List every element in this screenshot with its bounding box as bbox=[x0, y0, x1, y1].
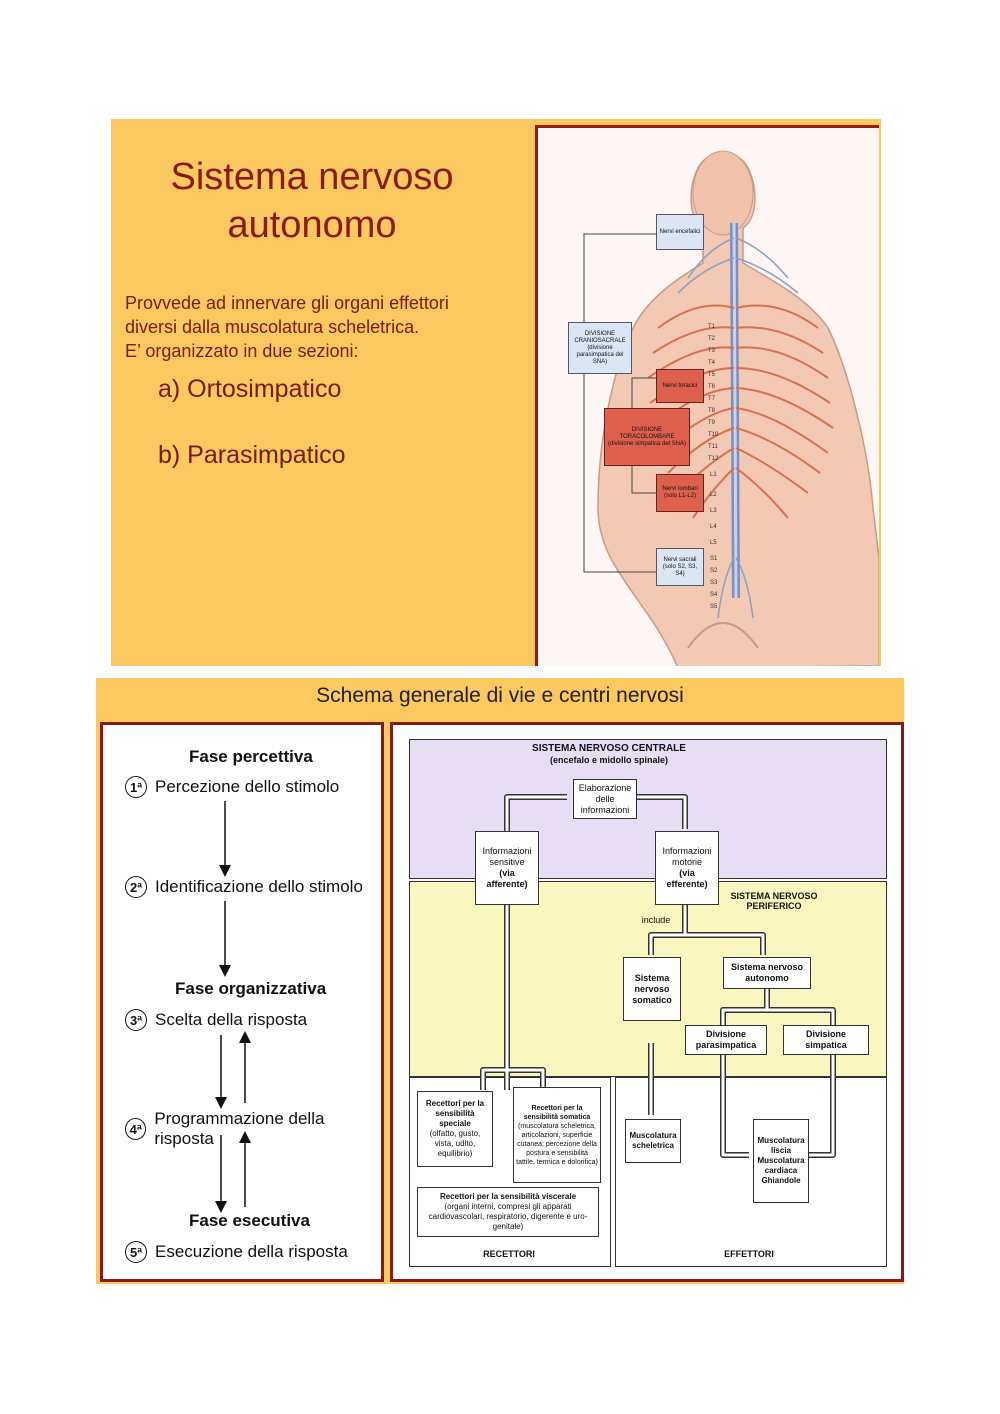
step-number-5: 5ª bbox=[125, 1241, 147, 1263]
label-divisione-toracolombare: DIVISIONE TORACOLOMBARE (divisione simpa… bbox=[604, 408, 690, 466]
box-divisione-simpatica: Divisione simpatica bbox=[783, 1025, 869, 1055]
slide-autonomic-system: Sistema nervoso autonomo Provvede ad inn… bbox=[111, 119, 881, 669]
box-recettori-somatica: Recettori per la sensibilità somatica (m… bbox=[513, 1087, 601, 1183]
svg-text:S3: S3 bbox=[710, 580, 718, 586]
step-5-label: Esecuzione della risposta bbox=[155, 1242, 348, 1261]
step-3-label: Scelta della risposta bbox=[155, 1010, 308, 1029]
box-sistema-autonomo: Sistema nervoso autonomo bbox=[723, 957, 811, 989]
svg-text:T5: T5 bbox=[708, 372, 716, 378]
muscolatura-cardiaca-label: Muscolatura cardiaca bbox=[757, 1156, 805, 1175]
slide2-title: Schema generale di vie e centri nervosi bbox=[316, 684, 684, 707]
label-nervi-encefalici: Nervi encefalici bbox=[656, 214, 704, 250]
svg-text:T7: T7 bbox=[708, 396, 716, 402]
svg-text:L3: L3 bbox=[710, 508, 717, 514]
phase-organizzativa: Fase organizzativa bbox=[175, 979, 327, 998]
box-elaborazione: Elaborazione delle informazioni bbox=[573, 779, 637, 819]
svg-text:T8: T8 bbox=[708, 408, 716, 414]
phase-percettiva: Fase percettiva bbox=[189, 747, 313, 766]
svg-text:T11: T11 bbox=[708, 444, 719, 450]
title-line-2: autonomo bbox=[227, 204, 397, 246]
box-recettori-speciale: Recettori per la sensibilità speciale (o… bbox=[417, 1091, 493, 1167]
slide-nervous-pathways: Schema generale di vie e centri nervosi … bbox=[96, 678, 904, 1284]
recettori-viscerale-title: Recettori per la sensibilità viscerale bbox=[439, 1192, 577, 1201]
svg-text:L5: L5 bbox=[710, 540, 717, 546]
svg-text:L1: L1 bbox=[710, 472, 717, 478]
diagram-connectors bbox=[480, 794, 836, 1158]
label-nervi-toracici: Nervi toracici bbox=[656, 369, 704, 403]
box-sistema-somatico: Sistema nervoso somatico bbox=[623, 957, 681, 1021]
step-number-4: 4ª bbox=[125, 1118, 147, 1140]
step-2-label: Identificazione dello stimolo bbox=[155, 877, 363, 896]
svg-text:S5: S5 bbox=[710, 604, 718, 610]
include-label: include bbox=[641, 915, 671, 925]
svg-text:S1: S1 bbox=[710, 556, 718, 562]
box-muscolatura-scheletrica: Muscolatura scheletrica bbox=[625, 1119, 681, 1163]
info-sensitive-label: Informazioni sensitive bbox=[482, 846, 532, 867]
recettori-speciale-title: Recettori per la sensibilità speciale bbox=[425, 1099, 485, 1128]
box-effettori-viscerali: Muscolatura liscia Muscolatura cardiaca … bbox=[753, 1119, 809, 1203]
label-divisione-craniosacrale: DIVISIONE CRANIOSACRALE (divisione paras… bbox=[568, 322, 632, 374]
svg-text:T6: T6 bbox=[708, 384, 716, 390]
recettori-somatica-detail: (muscolatura scheletrica, articolazioni,… bbox=[516, 1122, 598, 1166]
effectors-region bbox=[615, 1077, 887, 1267]
phase-esecutiva: Fase esecutiva bbox=[189, 1211, 310, 1230]
box-info-sensitive: Informazioni sensitive (via afferente) bbox=[475, 831, 539, 905]
phases-panel: Fase percettiva 1ª Percezione dello stim… bbox=[100, 722, 384, 1282]
box-divisione-parasimpatica: Divisione parasimpatica bbox=[685, 1025, 767, 1055]
box-info-motorie: Informazioni motorie (via efferente) bbox=[655, 831, 719, 905]
svg-text:T9: T9 bbox=[708, 420, 716, 426]
svg-text:T10: T10 bbox=[708, 432, 719, 438]
item-ortosimpatico: a) Ortosimpatico bbox=[158, 375, 342, 403]
recettori-viscerale-detail: (organi interni, compresi gli apparati c… bbox=[428, 1202, 588, 1231]
recettori-somatica-title: Recettori per la sensibilità somatica bbox=[523, 1104, 591, 1121]
svg-text:T4: T4 bbox=[708, 360, 716, 366]
label-nervi-sacrali: Nervi sacrali (solo S2, S3, S4) bbox=[656, 548, 704, 586]
item-parasimpatico: b) Parasimpatico bbox=[158, 441, 346, 469]
ghiandole-label: Ghiandole bbox=[761, 1176, 801, 1185]
step-number-2: 2ª bbox=[125, 876, 147, 898]
svg-text:T12: T12 bbox=[708, 456, 719, 462]
step-3: 3ª Scelta della risposta bbox=[125, 1009, 307, 1031]
title-line-1: Sistema nervoso bbox=[170, 156, 454, 198]
step-1: 1ª Percezione dello stimolo bbox=[125, 776, 339, 798]
via-efferente-label: (via efferente) bbox=[666, 868, 708, 889]
cns-title: SISTEMA NERVOSO CENTRALE bbox=[532, 743, 686, 754]
svg-text:T3: T3 bbox=[708, 348, 716, 354]
recettori-label: RECETTORI bbox=[483, 1249, 535, 1259]
svg-text:L2: L2 bbox=[710, 492, 717, 498]
step-number-1: 1ª bbox=[125, 776, 147, 798]
recettori-speciale-detail: (olfatto, gusto, vista, udito, equilibri… bbox=[429, 1129, 481, 1158]
phase-arrows bbox=[215, 801, 251, 1213]
step-1-label: Percezione dello stimolo bbox=[155, 777, 340, 796]
svg-text:S4: S4 bbox=[710, 592, 718, 598]
body-line-3: E’ organizzato in due sezioni: bbox=[125, 341, 359, 361]
label-nervi-lombari: Nervi lombari (solo L1-L2) bbox=[656, 474, 704, 512]
step-4-label: Programmazione della risposta bbox=[154, 1109, 325, 1148]
svg-text:L4: L4 bbox=[710, 524, 717, 530]
step-2: 2ª Identificazione dello stimolo bbox=[125, 876, 363, 898]
svg-text:T2: T2 bbox=[708, 336, 716, 342]
svg-text:T1: T1 bbox=[708, 324, 716, 330]
via-afferente-label: (via afferente) bbox=[486, 868, 528, 889]
slide1-title: Sistema nervoso autonomo bbox=[111, 153, 513, 249]
pns-title: SISTEMA NERVOSO PERIFERICO bbox=[730, 891, 818, 911]
box-recettori-viscerale: Recettori per la sensibilità viscerale (… bbox=[417, 1187, 599, 1237]
muscolatura-liscia-label: Muscolatura liscia bbox=[757, 1136, 805, 1155]
effettori-label: EFFETTORI bbox=[724, 1249, 774, 1259]
cns-subtitle: (encefalo e midollo spinale) bbox=[549, 755, 669, 765]
slide1-body: Provvede ad innervare gli organi effetto… bbox=[125, 291, 525, 363]
step-4: 4ª Programmazione della risposta bbox=[125, 1109, 381, 1149]
svg-text:S2: S2 bbox=[710, 568, 718, 574]
body-line-2: diversi dalla muscolatura scheletrica. bbox=[125, 317, 420, 337]
info-motorie-label: Informazioni motorie bbox=[662, 846, 712, 867]
body-line-1: Provvede ad innervare gli organi effetto… bbox=[125, 293, 449, 313]
step-5: 5ª Esecuzione della risposta bbox=[125, 1241, 348, 1263]
step-number-3: 3ª bbox=[125, 1009, 147, 1031]
nervous-system-diagram: SISTEMA NERVOSO CENTRALE (encefalo e mid… bbox=[390, 722, 904, 1282]
